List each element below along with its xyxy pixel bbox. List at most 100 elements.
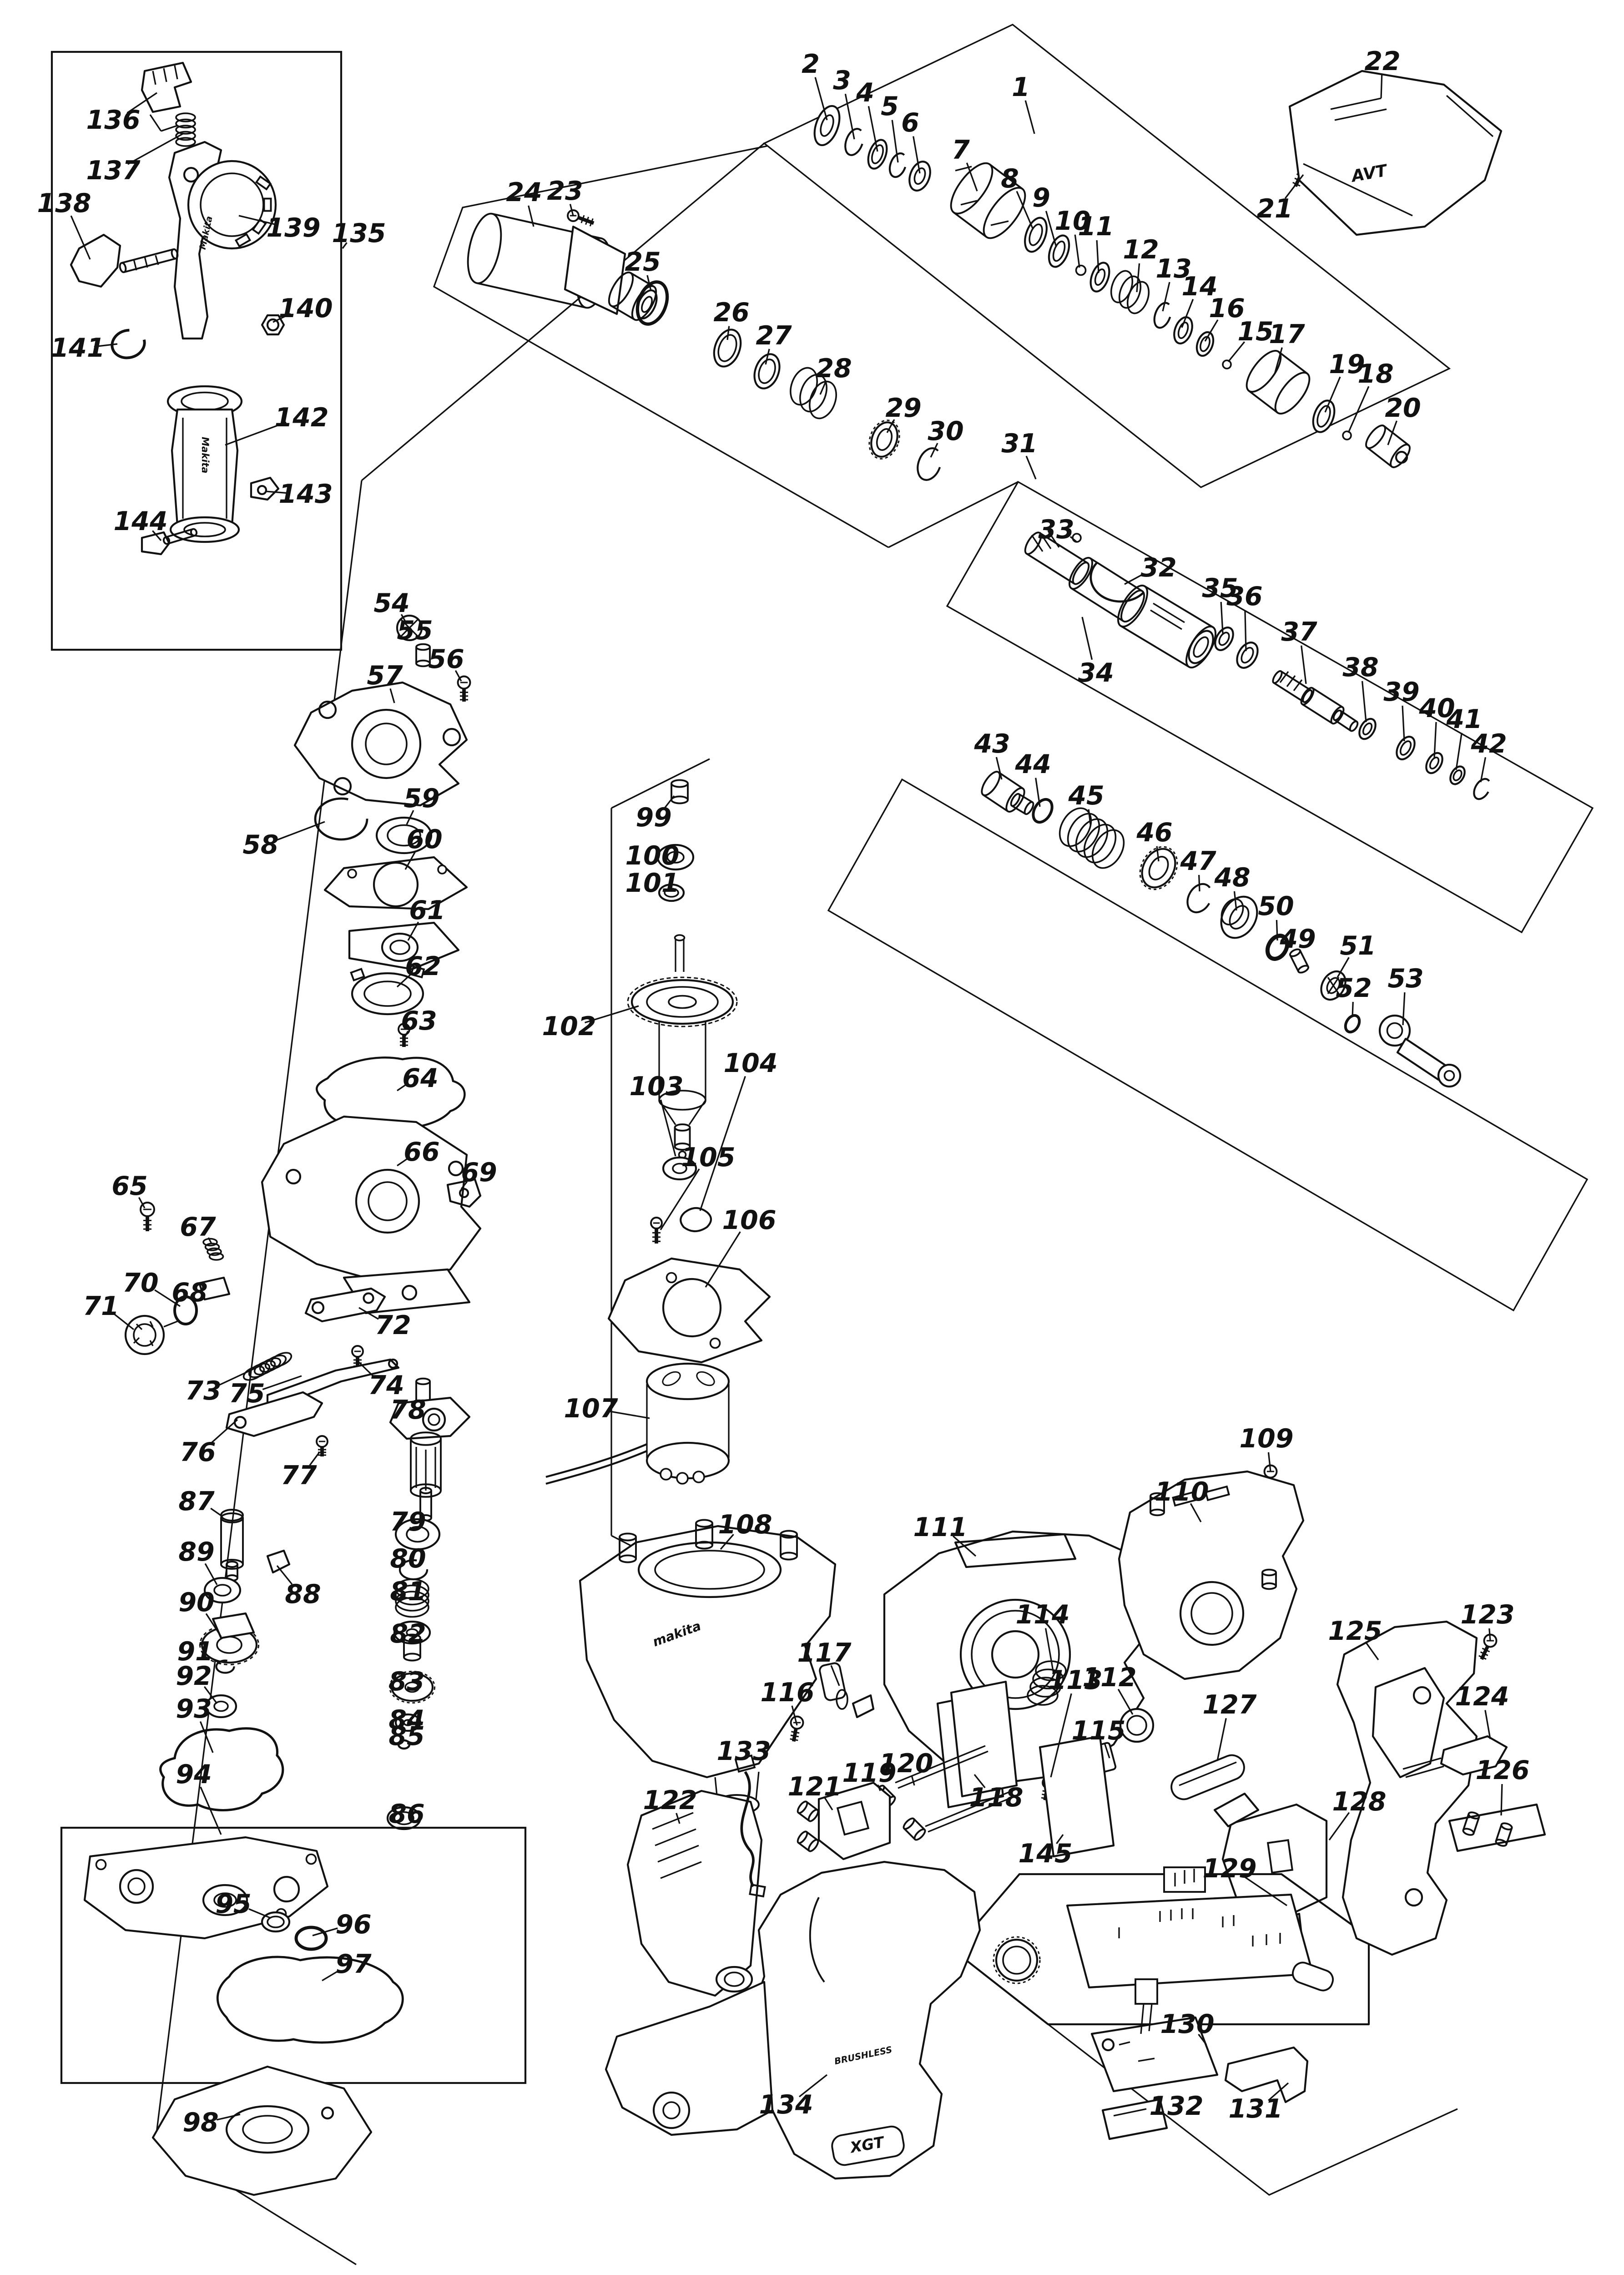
part-85-ring bbox=[397, 1739, 411, 1750]
part-59-felt-inner bbox=[387, 824, 421, 847]
part-label-105: 105 bbox=[681, 1143, 736, 1173]
part-110-s2 bbox=[1205, 1485, 1230, 1502]
part-25-oring bbox=[635, 280, 669, 326]
part-11-ring bbox=[1089, 262, 1110, 293]
part-label-109: 109 bbox=[1240, 1424, 1294, 1454]
leader-line-32 bbox=[1124, 573, 1145, 585]
part-label-90: 90 bbox=[178, 1587, 214, 1618]
part-68-brush bbox=[198, 1276, 231, 1301]
leader-line-28 bbox=[819, 380, 827, 395]
part-126-p2-e2 bbox=[1495, 1839, 1508, 1847]
part-67-spring-0 bbox=[202, 1238, 218, 1247]
part-34-sp-2 bbox=[1047, 531, 1060, 548]
part-94-c1 bbox=[119, 1869, 154, 1904]
leader-line-37 bbox=[1301, 645, 1307, 684]
part-97-gasket bbox=[216, 1956, 404, 2044]
part-99-pin-e2 bbox=[671, 795, 689, 804]
part-102-comm-e1 bbox=[674, 1123, 691, 1132]
part-110-ring-inner bbox=[1190, 1592, 1233, 1635]
part-59-felt bbox=[375, 816, 433, 854]
part-label-65: 65 bbox=[111, 1171, 147, 1201]
panel-chuck-group bbox=[762, 24, 1451, 488]
part-95-ring-inner bbox=[267, 1916, 285, 1928]
leader-line-34 bbox=[1081, 617, 1093, 660]
part-55-pin-e2 bbox=[415, 659, 431, 667]
part-137-spring-3 bbox=[175, 131, 196, 141]
part-71-cap-inner bbox=[133, 1323, 156, 1347]
leader-line-58 bbox=[276, 821, 325, 841]
part-126-plate bbox=[1448, 1803, 1546, 1852]
leader-line-22 bbox=[1380, 75, 1383, 99]
leader-line-90 bbox=[205, 1613, 222, 1637]
part-89-bearing-inner bbox=[213, 1584, 232, 1597]
leader-line-19 bbox=[1324, 376, 1341, 413]
leader-line-18 bbox=[1347, 386, 1370, 433]
part-111-ring bbox=[959, 1598, 1071, 1710]
part-134-motor-lobe bbox=[605, 1981, 774, 2136]
part-53-bigend bbox=[1378, 1014, 1411, 1047]
part-121-p1-s1 bbox=[797, 1812, 810, 1822]
leader-line-67 bbox=[207, 1237, 212, 1244]
part-24-nose-s1 bbox=[610, 305, 635, 320]
part-60-h2 bbox=[437, 864, 447, 875]
part-138-bolt-s1 bbox=[124, 258, 177, 273]
part-114-spring-3 bbox=[1027, 1685, 1059, 1706]
part-43-nose-e2 bbox=[1024, 801, 1034, 815]
leader-line-33 bbox=[1069, 536, 1078, 543]
leader-line-71 bbox=[114, 1314, 135, 1330]
part-66-h2 bbox=[448, 1160, 464, 1177]
leader-line-13 bbox=[1162, 282, 1170, 312]
part-67-spring-3 bbox=[208, 1252, 224, 1261]
part-114-spring-2 bbox=[1029, 1677, 1061, 1698]
part-label-19: 19 bbox=[1329, 349, 1365, 379]
part-116-screw-t3 bbox=[790, 1738, 798, 1741]
part-34-sp-0 bbox=[1031, 535, 1044, 552]
part-136-d-0 bbox=[152, 71, 156, 85]
part-34-bigend-s1 bbox=[1120, 625, 1190, 668]
part-106-h1 bbox=[666, 1272, 677, 1284]
part-138-knob bbox=[70, 233, 121, 288]
part-143-clip bbox=[250, 476, 280, 501]
part-134-handle-housing bbox=[746, 1860, 981, 2180]
part-107-c3 bbox=[692, 1471, 705, 1483]
leader-line-27 bbox=[765, 349, 770, 365]
part-66-bore-inner bbox=[368, 1181, 408, 1221]
leader-line-113 bbox=[1050, 1693, 1072, 1778]
leader-line-142 bbox=[225, 421, 287, 446]
part-103-bearing bbox=[662, 1156, 697, 1181]
part-130-wires-3 bbox=[1138, 2058, 1155, 2062]
panel-barrel-lines bbox=[433, 145, 889, 548]
part-3-ring bbox=[844, 128, 864, 156]
part-label-13: 13 bbox=[1155, 254, 1191, 284]
part-label-32: 32 bbox=[1140, 553, 1176, 583]
leader-line-5 bbox=[891, 120, 899, 163]
leader-line-2 bbox=[814, 77, 828, 121]
part-81-spring-3 bbox=[395, 1597, 429, 1618]
leader-line-98 bbox=[216, 2113, 241, 2121]
part-129-capac bbox=[1291, 1962, 1334, 1992]
part-107-l2 bbox=[696, 1371, 715, 1386]
leader-line-20 bbox=[1387, 420, 1397, 445]
leader-line-139 bbox=[238, 215, 278, 226]
part-shapes bbox=[70, 61, 1546, 2196]
part-98-cover bbox=[151, 2065, 373, 2196]
part-73-spring-5 bbox=[270, 1352, 293, 1367]
part-126-p2-e1 bbox=[1500, 1822, 1513, 1830]
part-label-11: 11 bbox=[1078, 212, 1114, 242]
part-24-nose-e2 bbox=[631, 285, 657, 321]
part-28-spring-0 bbox=[790, 367, 818, 406]
part-123-screw-t1 bbox=[1482, 1648, 1490, 1653]
leader-line-36 bbox=[1244, 610, 1247, 652]
part-6-washer-inner bbox=[913, 167, 926, 185]
leader-line-57 bbox=[389, 688, 395, 703]
part-label-24: 24 bbox=[506, 177, 542, 207]
part-26-ring-inner bbox=[717, 334, 737, 362]
part-136-d-3 bbox=[149, 114, 162, 131]
part-label-104: 104 bbox=[724, 1048, 778, 1078]
part-label-51: 51 bbox=[1340, 931, 1376, 961]
part-label-114: 114 bbox=[1016, 1600, 1070, 1630]
part-8-cam-inner bbox=[1029, 223, 1043, 246]
part-49-pin-e2 bbox=[1297, 965, 1310, 974]
part-22-avt-cover bbox=[1288, 70, 1503, 236]
part-78-shaft-e1 bbox=[419, 1487, 432, 1494]
